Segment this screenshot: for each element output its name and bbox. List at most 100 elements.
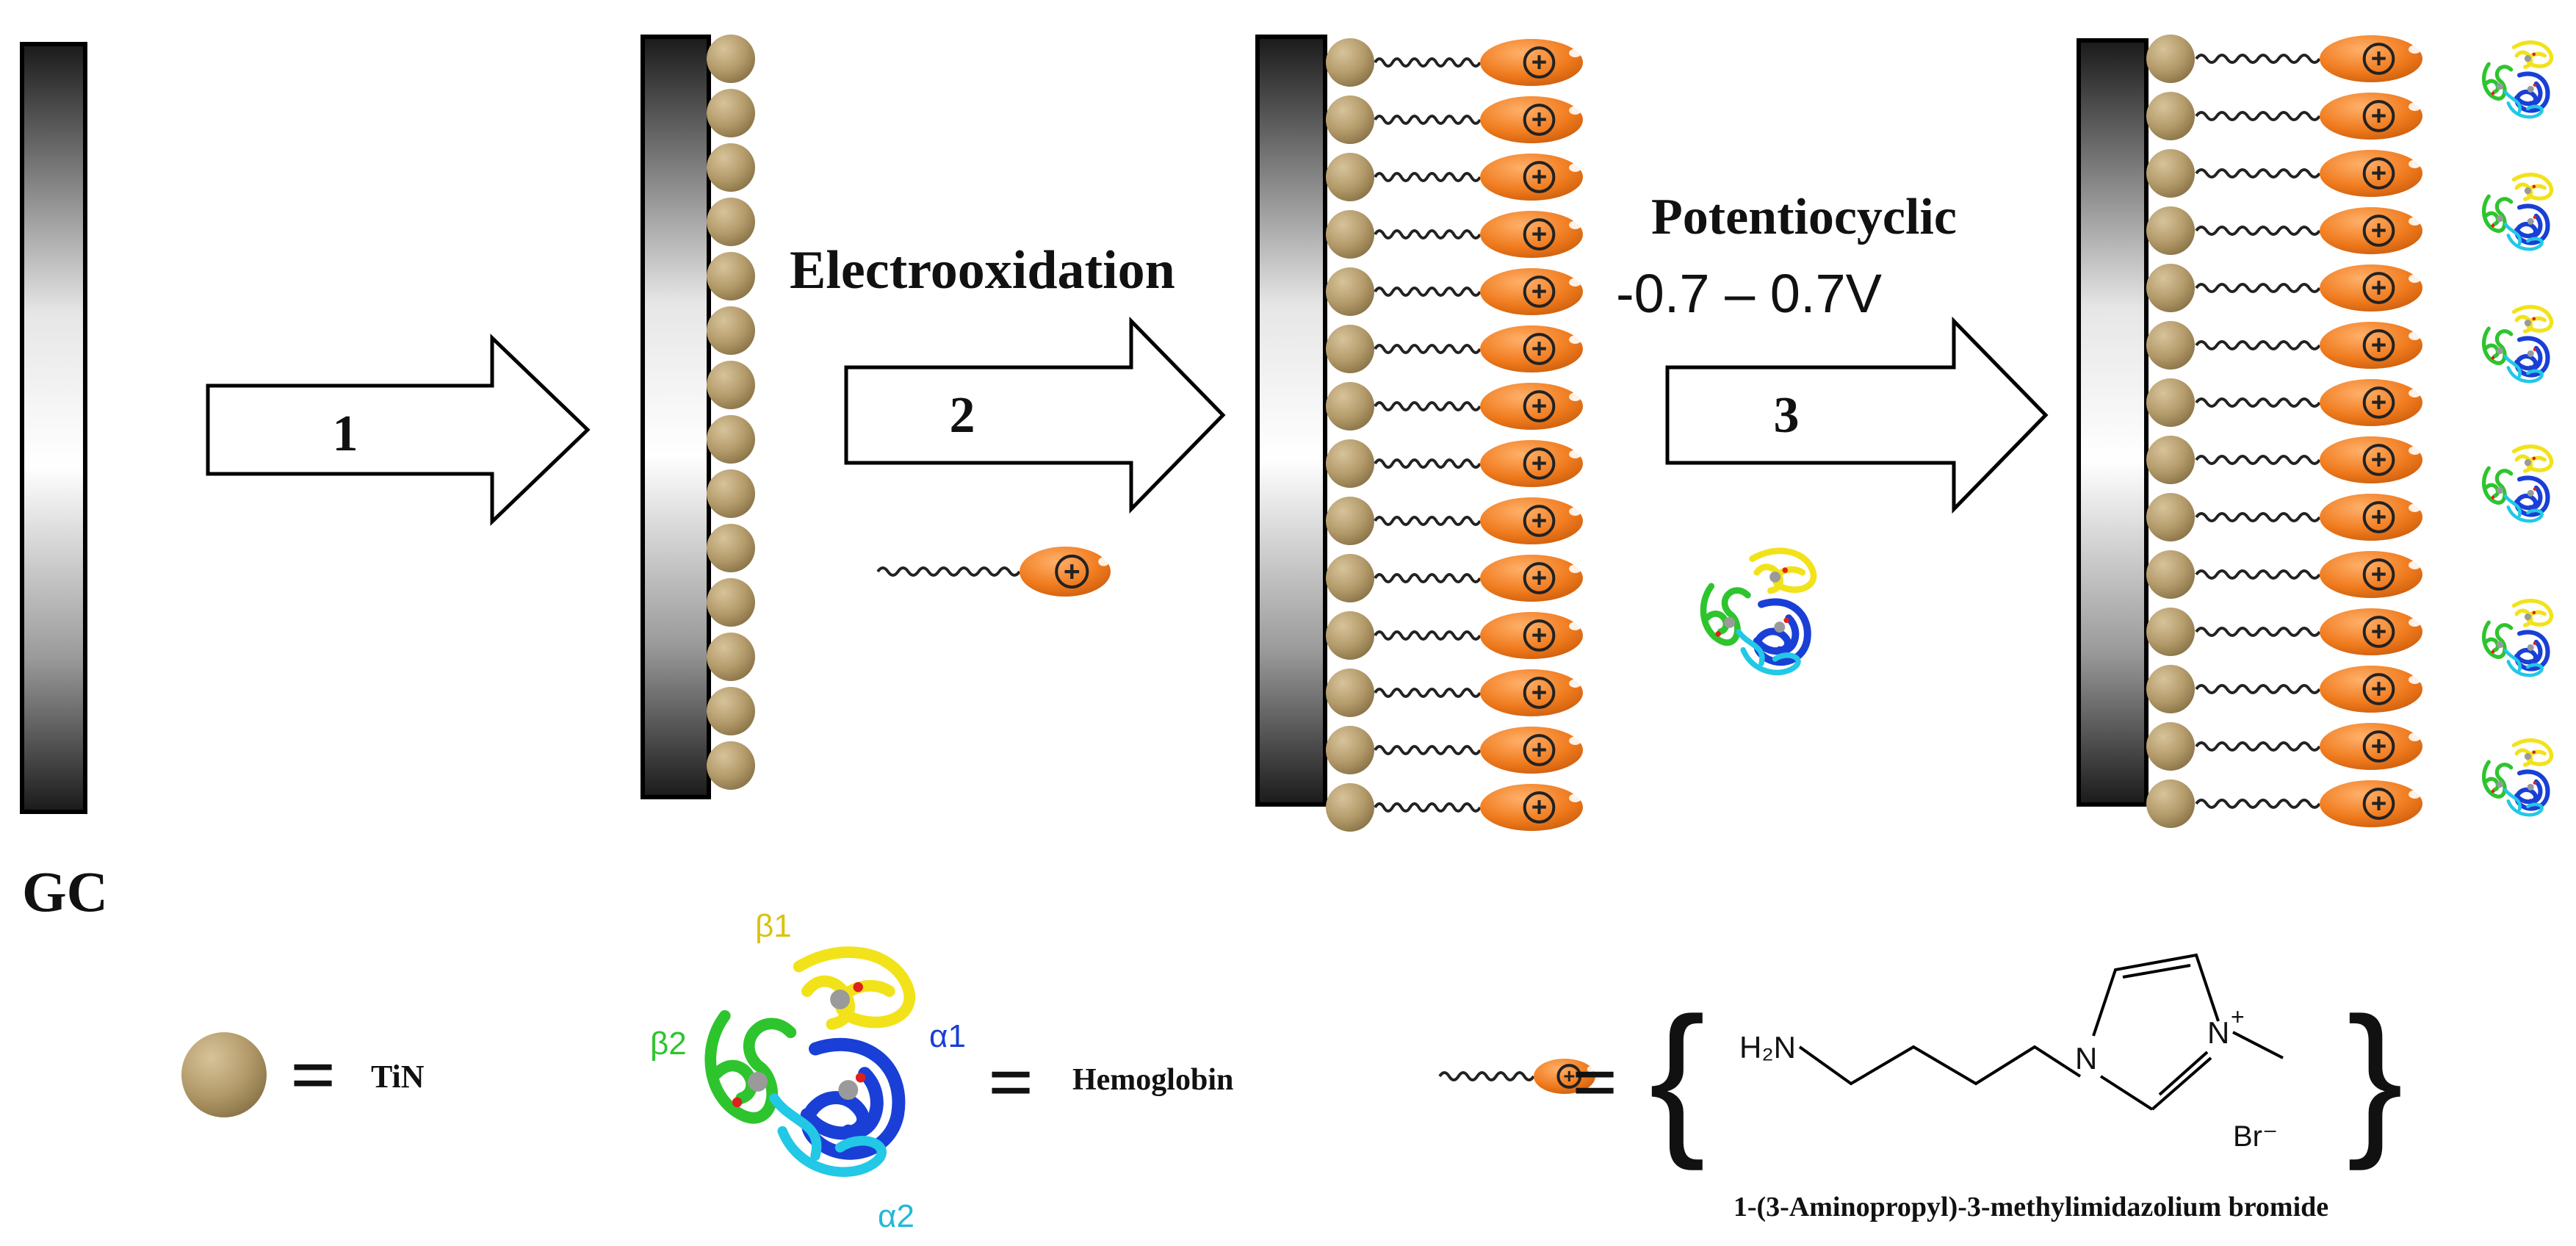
highlight — [1569, 392, 1581, 401]
tin-sphere — [707, 415, 755, 464]
tin-sphere — [2146, 550, 2195, 599]
plus-sign: + — [1531, 448, 1548, 478]
heme-group — [2524, 320, 2531, 327]
heme-iron — [2532, 52, 2536, 57]
tin-sphere — [2146, 779, 2195, 828]
tin-sphere — [1326, 497, 1374, 545]
charge-circle — [1523, 333, 1556, 365]
protein-ribbon — [769, 1093, 887, 1177]
protein-ribbon — [2503, 90, 2544, 119]
highlight — [2409, 102, 2421, 111]
tin-sphere — [707, 89, 755, 137]
bromide-counterion: Br⁻ — [2233, 1120, 2278, 1153]
gc-label: GC — [22, 860, 108, 923]
protein-ribbon — [2503, 354, 2544, 383]
charge-circle — [2362, 444, 2395, 476]
plus-sign: + — [2371, 731, 2387, 761]
alkyl-chain — [2195, 340, 2321, 350]
imidazolium-head — [2320, 551, 2422, 598]
heme-group — [2527, 217, 2534, 225]
plus-sign: + — [1531, 391, 1548, 421]
plus-sign: + — [2371, 43, 2387, 73]
ionic-liquid-molecule: + — [876, 547, 1111, 597]
alkyl-chain — [2195, 168, 2321, 179]
step-1-arrow — [206, 334, 591, 526]
heme-iron — [1783, 617, 1789, 624]
highlight — [2409, 217, 2421, 226]
charge-circle — [1523, 390, 1556, 422]
imidazolium-head — [2320, 723, 2422, 770]
charge-circle — [2362, 501, 2395, 533]
ionic-liquid-name: 1-(3-Aminopropyl)-3-methylimidazolium br… — [1733, 1192, 2328, 1222]
gc-electrode-final: ++++++++++++++ — [2077, 35, 2554, 828]
adsorbed-hemoglobin — [2481, 40, 2554, 119]
imidazolium-head — [1480, 268, 1583, 315]
heme-group — [2527, 85, 2534, 93]
highlight — [1569, 48, 1581, 57]
imidazolium-head — [2320, 780, 2422, 827]
heme-iron — [2532, 611, 2536, 615]
alkyl-chain — [1374, 115, 1482, 125]
ionic-liquid-molecule: + — [2195, 780, 2422, 827]
heme-group — [1724, 616, 1736, 628]
tin-equals: = — [290, 1030, 336, 1120]
alkyl-chain — [1374, 344, 1482, 354]
heme-iron — [2491, 495, 2495, 500]
tin-sphere — [2146, 35, 2195, 83]
charge-circle — [1523, 791, 1556, 824]
tin-sphere — [707, 741, 755, 790]
protein-ribbon — [2503, 648, 2544, 677]
alkyl-chain — [2195, 684, 2321, 694]
imidazolium-head — [2320, 93, 2422, 140]
ionic-liquid-molecule: + — [2195, 436, 2422, 483]
ionic-liquid-molecule: + — [1374, 440, 1583, 487]
alkyl-chain — [1374, 745, 1482, 755]
ionic-liquid-molecule: + — [1374, 325, 1583, 372]
highlight — [1098, 557, 1110, 566]
beta1-label: β1 — [755, 908, 792, 944]
imidazolium-head — [2320, 436, 2422, 483]
charge-circle — [1523, 677, 1556, 709]
heme-iron — [2533, 487, 2537, 491]
tin-sphere — [1326, 554, 1374, 602]
protein-ribbon — [2503, 222, 2544, 251]
charge-circle — [1523, 276, 1556, 308]
heme-group — [830, 989, 851, 1009]
ionic-liquid-molecule: + — [2195, 379, 2422, 426]
imidazolium-head — [1480, 497, 1583, 544]
charge-circle — [1523, 734, 1556, 766]
alkyl-chain — [1374, 287, 1482, 297]
ionic-liquid-molecule: + — [2195, 264, 2422, 312]
tin-sphere — [1326, 611, 1374, 660]
heme-group — [2496, 83, 2503, 90]
imidazolium-head — [2320, 35, 2422, 82]
tin-sphere — [707, 524, 755, 572]
highlight — [1569, 507, 1581, 516]
plus-sign: + — [1563, 1065, 1575, 1087]
ionic-liquid-molecule: + — [2195, 608, 2422, 655]
charge-circle — [2362, 730, 2395, 763]
plus-sign: + — [2371, 387, 2387, 417]
charge-circle — [2362, 43, 2395, 75]
imidazolium-head — [1480, 383, 1583, 430]
alkyl-chain — [2195, 226, 2321, 236]
highlight — [2409, 561, 2421, 569]
ionic-liquid-molecule: + — [2195, 551, 2422, 598]
ring-nitrogen-1: N — [2075, 1041, 2097, 1076]
alkyl-chain — [1374, 57, 1482, 68]
heme-group — [2524, 459, 2531, 467]
ionic-liquid-molecule: + — [2195, 494, 2422, 541]
plus-sign: + — [1531, 104, 1548, 134]
plus-sign: + — [2371, 101, 2387, 131]
ionic-liquid-molecule: + — [1438, 1059, 1595, 1094]
hemoglobin-molecule — [1700, 547, 1817, 676]
charge-circle — [1523, 447, 1556, 480]
plus-sign: + — [1531, 563, 1548, 593]
ionic-liquid-molecule: + — [2195, 35, 2422, 82]
imidazolium-head — [1480, 784, 1583, 831]
alkyl-chain — [876, 566, 1021, 577]
tin-sphere — [1326, 210, 1374, 259]
highlight — [2409, 675, 2421, 684]
tin-sphere — [707, 143, 755, 192]
adsorbed-hemoglobin — [2481, 173, 2554, 251]
